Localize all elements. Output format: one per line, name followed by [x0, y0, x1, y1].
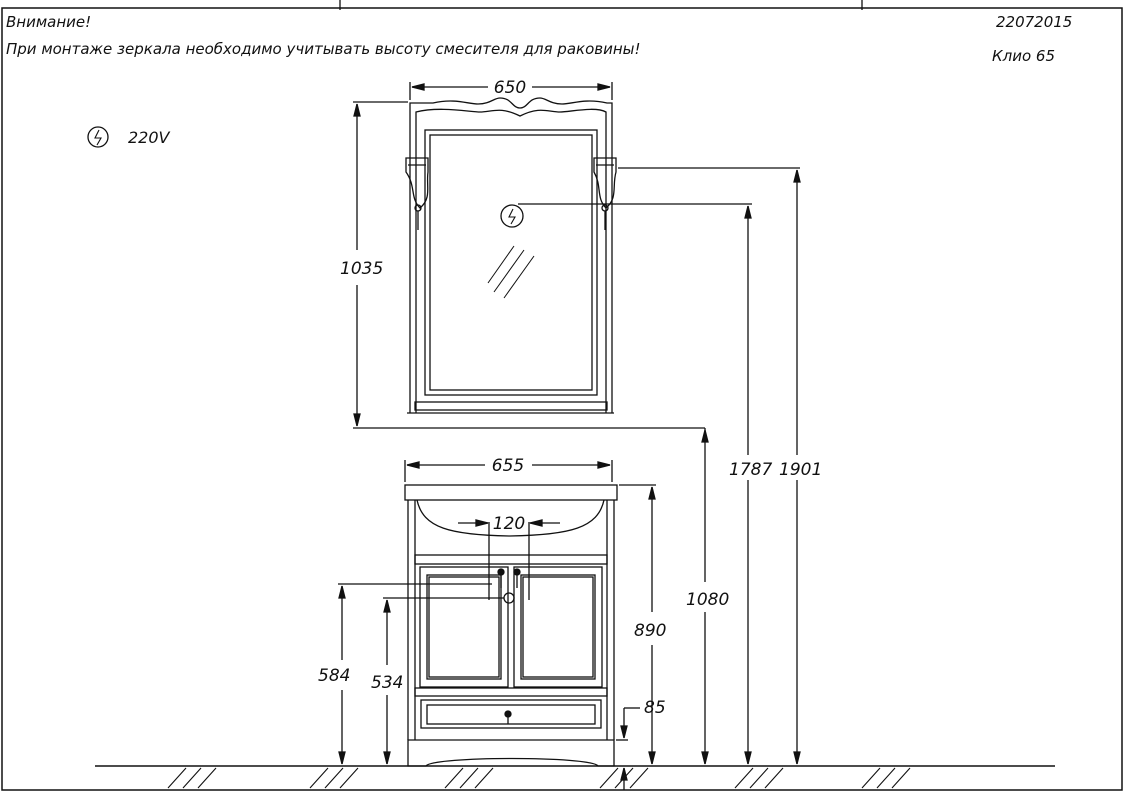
dim-mirror-width: 650	[494, 78, 526, 98]
warning-title: Внимание!	[6, 13, 92, 31]
model-name: Клио 65	[992, 47, 1056, 65]
power-legend-icon	[87, 126, 109, 148]
dim-mirror-bottom: 1080	[686, 590, 729, 610]
right-lamp	[593, 157, 617, 230]
dim-outlet-height-2: 534	[371, 673, 403, 693]
floor-hatching	[167, 767, 911, 789]
dim-socket-height: 1787	[729, 460, 772, 480]
legend-voltage: 220V	[128, 128, 171, 147]
vanity-cabinet	[404, 484, 618, 767]
dim-plinth-height: 85	[644, 698, 666, 718]
dim-mirror-height: 1035	[340, 259, 383, 279]
left-lamp	[405, 157, 429, 230]
mirror-socket-icon	[500, 204, 524, 228]
dim-lamp-height: 1901	[779, 460, 822, 480]
dim-outlet-height-1: 584	[318, 666, 350, 686]
drawing-border	[1, 7, 1123, 791]
mirror	[407, 97, 614, 414]
dim-tap-spacing: 120	[493, 514, 525, 534]
dim-cabinet-width: 655	[492, 456, 524, 476]
document-code: 22072015	[996, 13, 1073, 31]
warning-text: При монтаже зеркала необходимо учитывать…	[6, 40, 641, 58]
dim-cabinet-height: 890	[634, 621, 666, 641]
